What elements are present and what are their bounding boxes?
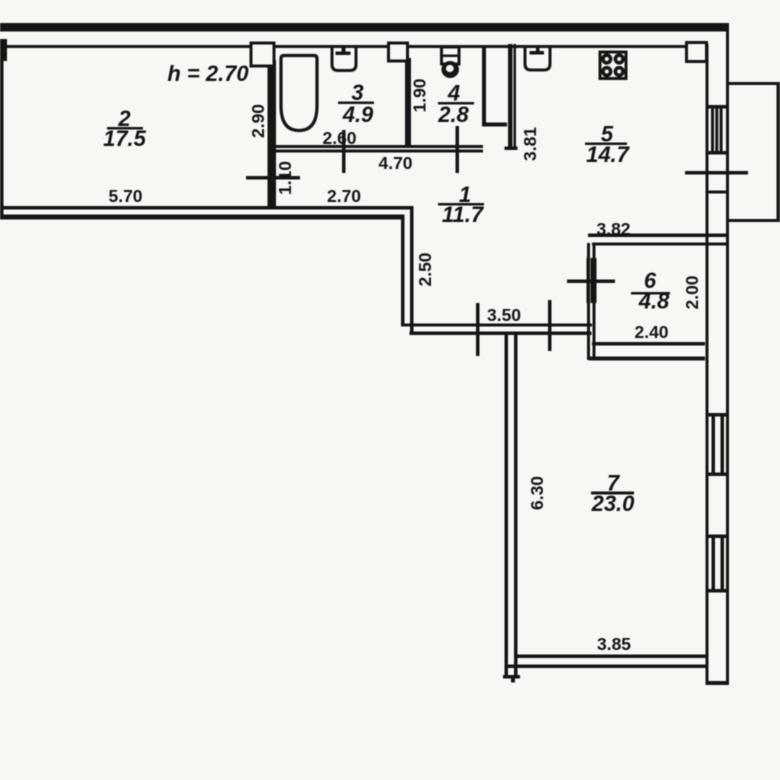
svg-text:5: 5 <box>601 122 614 147</box>
svg-text:4.9: 4.9 <box>342 102 374 127</box>
svg-text:4: 4 <box>447 81 460 106</box>
svg-text:5.70: 5.70 <box>108 186 142 206</box>
svg-text:6: 6 <box>644 268 657 293</box>
svg-text:4.8: 4.8 <box>638 289 670 314</box>
svg-text:2.8: 2.8 <box>437 102 469 127</box>
svg-text:3.81: 3.81 <box>520 127 540 161</box>
svg-text:3.82: 3.82 <box>596 219 630 239</box>
svg-text:2.60: 2.60 <box>322 128 356 148</box>
svg-text:6.30: 6.30 <box>527 476 547 510</box>
svg-text:17.5: 17.5 <box>103 126 147 151</box>
svg-text:7: 7 <box>607 471 621 496</box>
svg-text:2: 2 <box>117 106 131 131</box>
svg-text:2.40: 2.40 <box>634 322 668 342</box>
svg-text:2.00: 2.00 <box>682 275 702 309</box>
svg-text:1: 1 <box>459 182 471 207</box>
svg-text:3.85: 3.85 <box>597 634 631 654</box>
svg-text:1.90: 1.90 <box>410 78 430 112</box>
svg-text:4.70: 4.70 <box>378 153 412 173</box>
svg-text:3: 3 <box>351 80 363 105</box>
svg-text:h = 2.70: h = 2.70 <box>167 61 249 86</box>
svg-text:2.70: 2.70 <box>327 186 361 206</box>
svg-text:2.90: 2.90 <box>248 104 268 138</box>
svg-text:3.50: 3.50 <box>487 305 521 325</box>
svg-text:23.0: 23.0 <box>591 491 636 516</box>
svg-text:11.7: 11.7 <box>442 202 485 227</box>
svg-text:1.10: 1.10 <box>275 161 295 195</box>
svg-text:2.50: 2.50 <box>415 252 435 286</box>
svg-text:14.7: 14.7 <box>586 142 631 167</box>
